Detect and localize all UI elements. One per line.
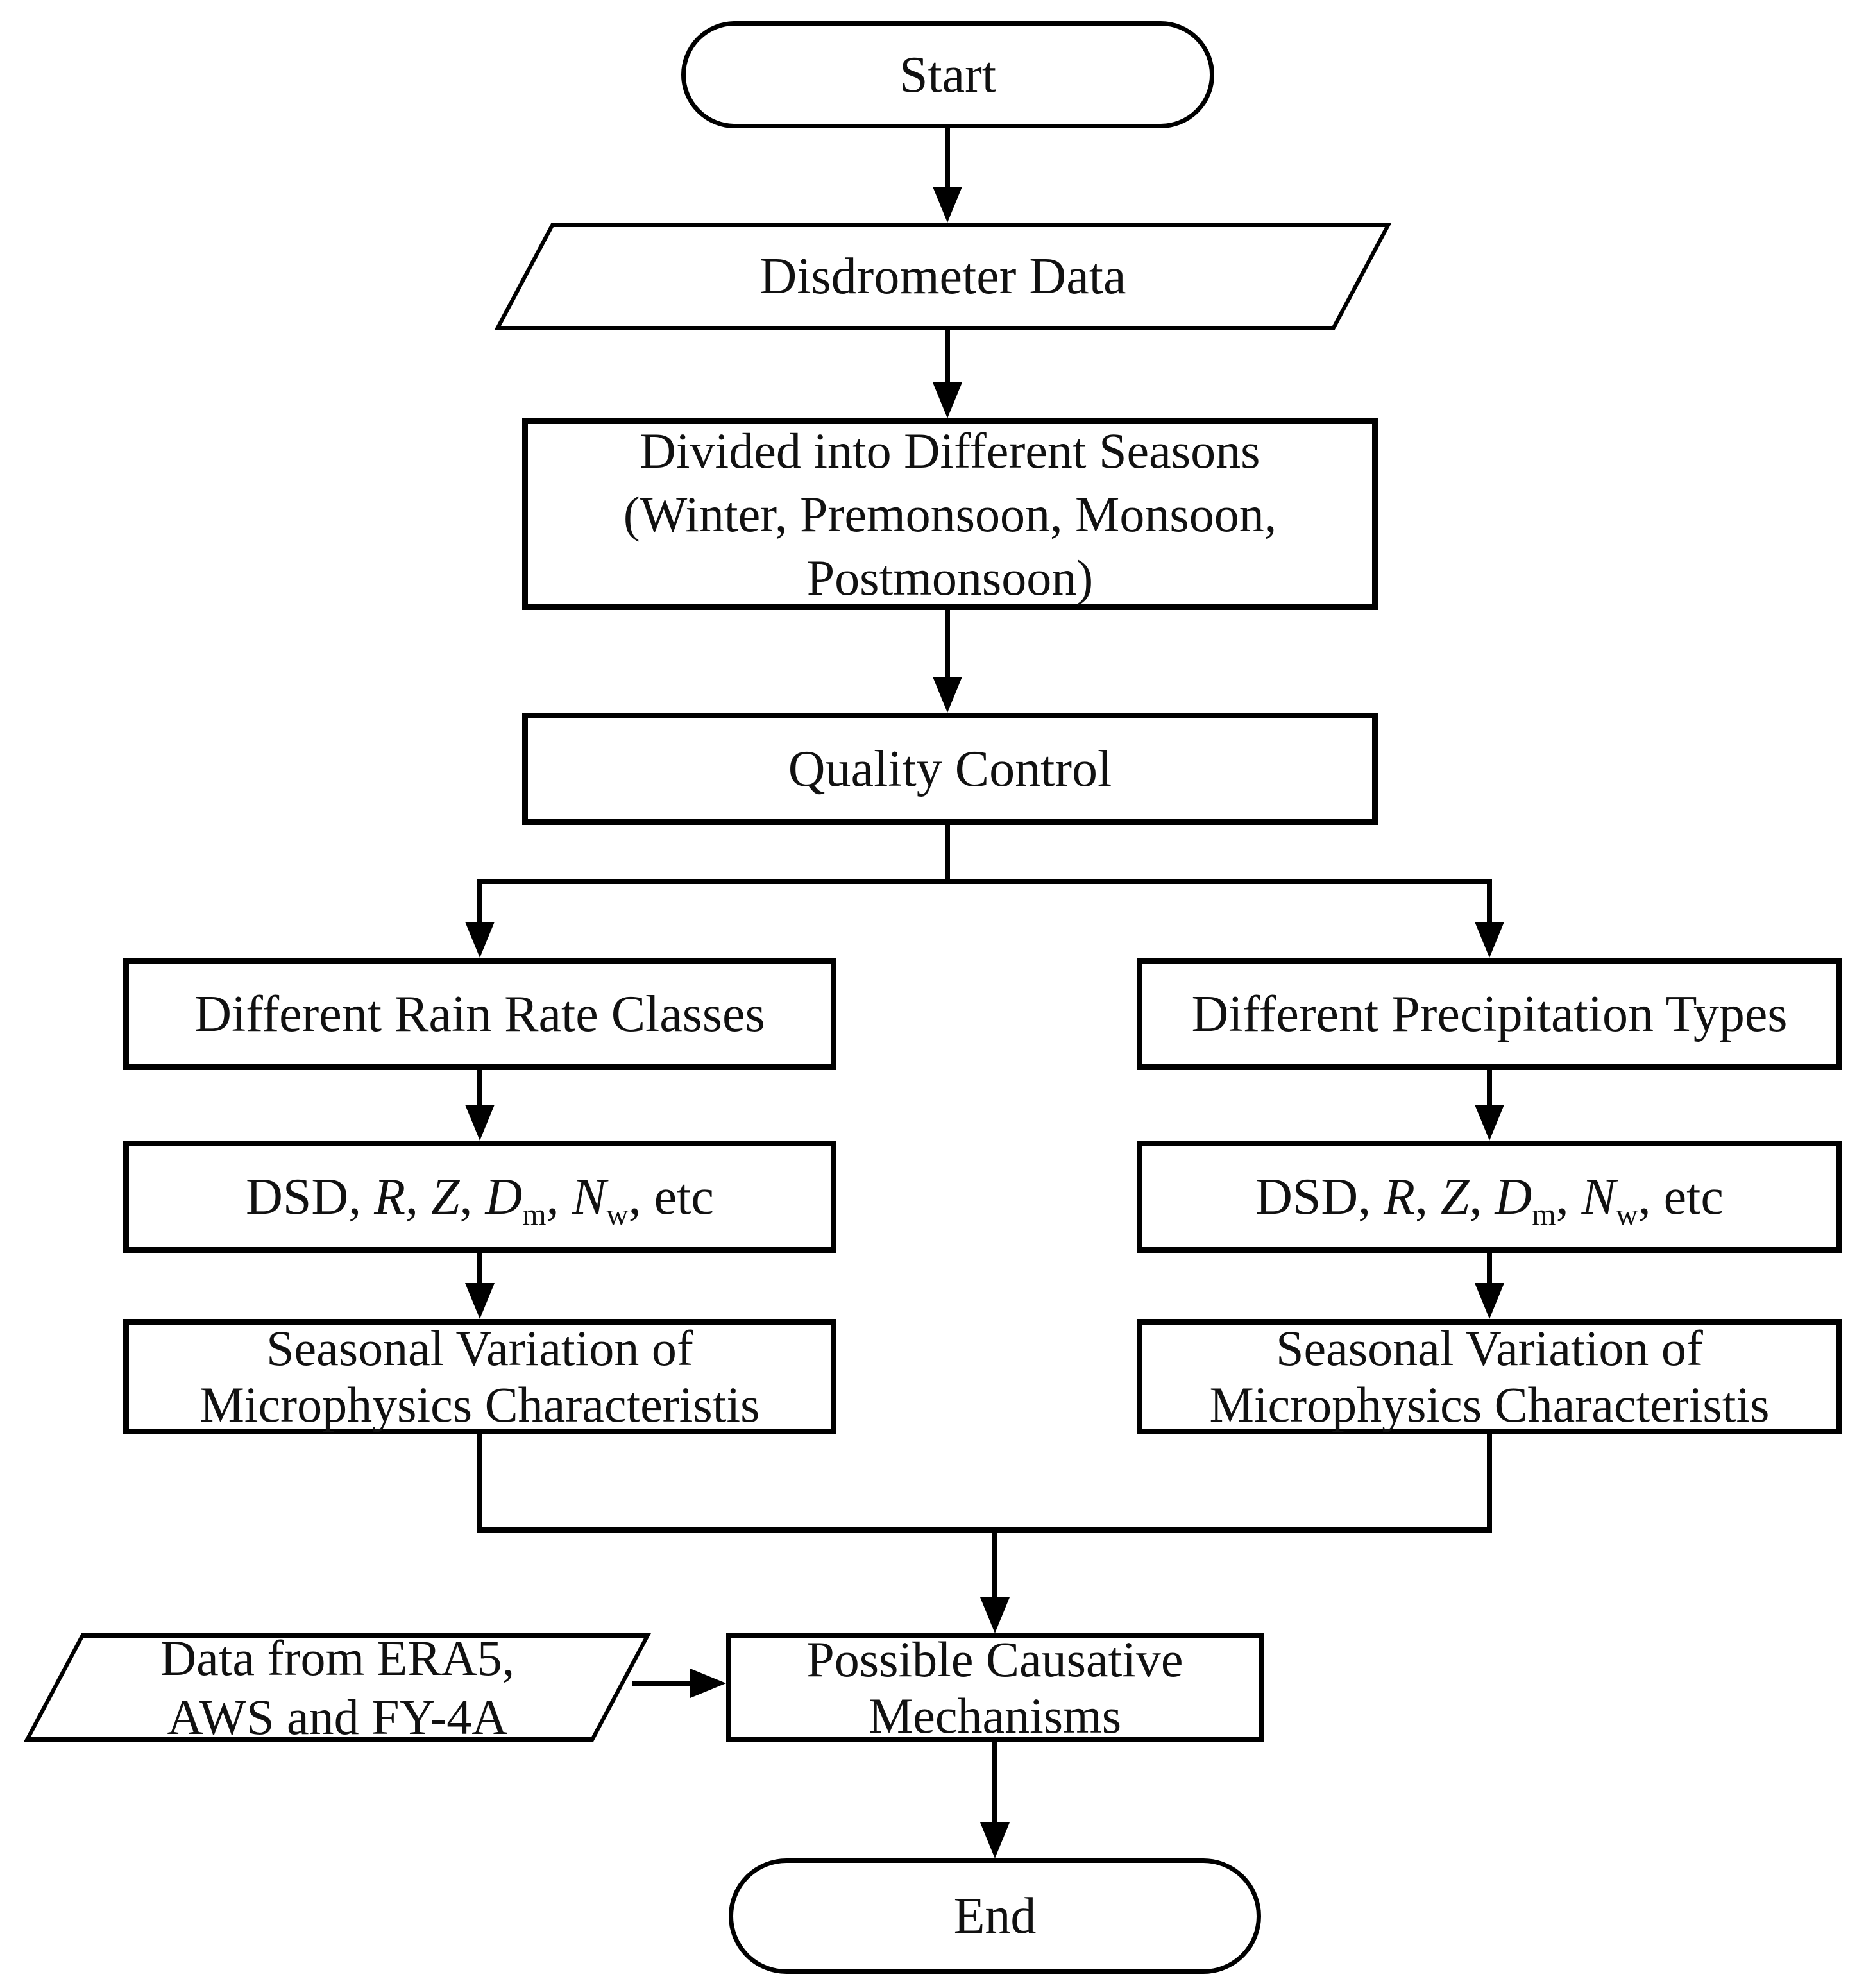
dsd-part: , etc — [628, 1168, 714, 1225]
merge-bar — [477, 1527, 1492, 1533]
connector-dsd-seasonal-right — [1487, 1252, 1492, 1285]
start-label: Start — [899, 46, 997, 103]
divided-seasons-line3: Postmonsoon) — [806, 550, 1094, 606]
era5-aws-fy4a-node: Data from ERA5, AWS and FY-4A — [24, 1630, 651, 1745]
connector-disdrometer-divided — [945, 329, 950, 386]
seasonal-variation-left-label: Seasonal Variation of Microphysics Chara… — [200, 1320, 760, 1433]
dsd-sub-m: m — [522, 1197, 547, 1232]
connector-quality-split — [945, 824, 950, 884]
era5-line2: AWS and FY-4A — [167, 1688, 508, 1745]
end-node: End — [729, 1858, 1261, 1974]
arrowhead-down-icon — [933, 187, 962, 223]
connector-seasonal-merge-left — [477, 1433, 482, 1533]
connector-split-left — [477, 879, 482, 924]
era5-aws-fy4a-label: Data from ERA5, AWS and FY-4A — [160, 1629, 514, 1747]
divided-seasons-node: Divided into Different Seasons (Winter, … — [522, 418, 1378, 610]
causative-line2: Mechanisms — [868, 1687, 1122, 1744]
arrowhead-down-icon — [1475, 1283, 1504, 1319]
seasonal-line2: Microphysics Characteristis — [199, 1377, 760, 1432]
dsd-part-Z: Z — [1441, 1168, 1470, 1225]
split-bar — [477, 879, 1492, 884]
connector-rainrate-dsd — [477, 1069, 482, 1107]
arrowhead-down-icon — [933, 382, 962, 418]
divided-seasons-line1: Divided into Different Seasons — [640, 423, 1260, 479]
arrowhead-down-icon — [1475, 1105, 1504, 1141]
arrowhead-down-icon — [465, 922, 495, 958]
connector-start-disdrometer — [945, 127, 950, 189]
arrowhead-down-icon — [980, 1822, 1010, 1858]
arrowhead-down-icon — [1475, 922, 1504, 958]
dsd-part: , — [1469, 1168, 1495, 1225]
dsd-part-D: D — [485, 1168, 523, 1225]
dsd-part: DSD, — [246, 1168, 375, 1225]
dsd-part: , — [1415, 1168, 1441, 1225]
dsd-part-N: N — [1581, 1168, 1616, 1225]
dsd-parameters-right-label: DSD, R, Z, Dm, Nw, etc — [1255, 1165, 1724, 1232]
precipitation-types-label: Different Precipitation Types — [1191, 985, 1788, 1042]
divided-seasons-line2: (Winter, Premonsoon, Monsoon, — [623, 486, 1277, 542]
quality-control-node: Quality Control — [522, 713, 1378, 825]
rain-rate-classes-label: Different Rain Rate Classes — [194, 985, 765, 1042]
arrowhead-down-icon — [933, 677, 962, 713]
connector-precip-dsd — [1487, 1069, 1492, 1107]
dsd-part: , — [546, 1168, 572, 1225]
connector-dsd-seasonal-left — [477, 1252, 482, 1285]
causative-mechanisms-node: Possible Causative Mechanisms — [726, 1631, 1264, 1744]
arrowhead-down-icon — [465, 1105, 495, 1141]
dsd-sub-w: w — [1615, 1197, 1638, 1232]
quality-control-label: Quality Control — [788, 740, 1112, 797]
arrowhead-down-icon — [980, 1597, 1010, 1633]
dsd-part-R: R — [1384, 1168, 1415, 1225]
seasonal-variation-left-node: Seasonal Variation of Microphysics Chara… — [123, 1319, 836, 1434]
era5-line1: Data from ERA5, — [160, 1629, 515, 1686]
connector-era5-causative — [632, 1681, 693, 1686]
connector-seasonal-merge-right — [1487, 1433, 1492, 1533]
dsd-part: , — [459, 1168, 486, 1225]
precipitation-types-node: Different Precipitation Types — [1137, 958, 1842, 1070]
arrowhead-right-icon — [690, 1669, 726, 1698]
dsd-parameters-right-node: DSD, R, Z, Dm, Nw, etc — [1137, 1141, 1842, 1253]
dsd-part-D: D — [1495, 1168, 1532, 1225]
connector-merge-causative — [992, 1530, 997, 1599]
connector-causative-end — [992, 1740, 997, 1824]
dsd-sub-m: m — [1532, 1197, 1556, 1232]
dsd-part: , — [405, 1168, 431, 1225]
seasonal-line2: Microphysics Characteristis — [1209, 1377, 1770, 1432]
disdrometer-data-inner: Disdrometer Data — [527, 227, 1359, 326]
seasonal-line1: Seasonal Variation of — [1276, 1320, 1703, 1376]
dsd-part-Z: Z — [431, 1168, 460, 1225]
dsd-part-R: R — [374, 1168, 405, 1225]
causative-line1: Possible Causative — [806, 1631, 1183, 1687]
arrowhead-down-icon — [465, 1283, 495, 1319]
divided-seasons-label: Divided into Different Seasons (Winter, … — [623, 419, 1277, 609]
connector-split-right — [1487, 879, 1492, 924]
seasonal-variation-right-label: Seasonal Variation of Microphysics Chara… — [1210, 1320, 1770, 1433]
dsd-part-N: N — [572, 1168, 606, 1225]
dsd-part: DSD, — [1255, 1168, 1384, 1225]
disdrometer-data-label: Disdrometer Data — [759, 248, 1126, 305]
seasonal-variation-right-node: Seasonal Variation of Microphysics Chara… — [1137, 1319, 1842, 1434]
dsd-part: , — [1556, 1168, 1582, 1225]
causative-mechanisms-label: Possible Causative Mechanisms — [806, 1631, 1183, 1744]
dsd-parameters-left-label: DSD, R, Z, Dm, Nw, etc — [246, 1165, 714, 1232]
end-label: End — [953, 1888, 1037, 1944]
dsd-parameters-left-node: DSD, R, Z, Dm, Nw, etc — [123, 1141, 836, 1253]
connector-divided-quality — [945, 609, 950, 679]
disdrometer-data-node: Disdrometer Data — [494, 223, 1392, 330]
start-node: Start — [681, 21, 1214, 128]
dsd-part: , etc — [1638, 1168, 1724, 1225]
rain-rate-classes-node: Different Rain Rate Classes — [123, 958, 836, 1070]
dsd-sub-w: w — [606, 1197, 629, 1232]
seasonal-line1: Seasonal Variation of — [266, 1320, 693, 1376]
era5-aws-fy4a-inner: Data from ERA5, AWS and FY-4A — [57, 1630, 618, 1745]
